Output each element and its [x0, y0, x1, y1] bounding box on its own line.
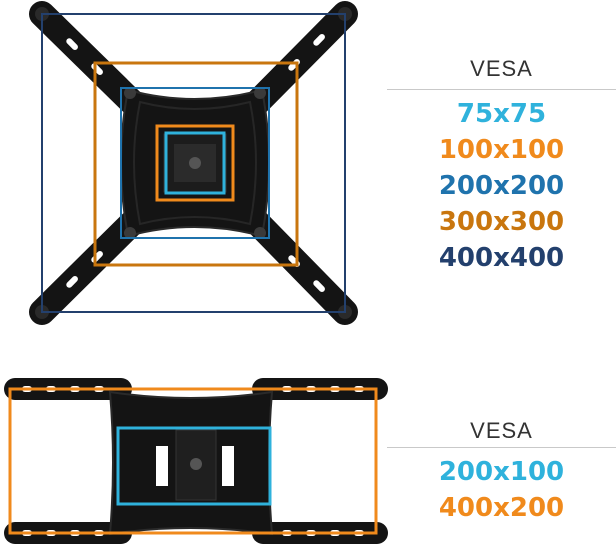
- vesa-outline-200x200: [120, 87, 270, 239]
- vesa-size-400x400: 400x400: [438, 243, 565, 273]
- vesa-size-200x200: 200x200: [438, 171, 565, 201]
- vesa-heading-bottom: VESA: [470, 418, 533, 443]
- vesa-outline-400x200: [8, 387, 378, 535]
- bottom-bracket: [4, 378, 388, 544]
- vesa-size-400x200: 400x200: [438, 493, 565, 523]
- vesa-size-75x75: 75x75: [456, 99, 547, 129]
- vesa-size-300x300: 300x300: [438, 207, 565, 237]
- vesa-heading-top: VESA: [470, 56, 533, 81]
- vesa-outline-200x100: [116, 426, 272, 506]
- divider-bottom: [387, 447, 616, 448]
- vesa-size-list-top: 75x75 100x100 200x200 300x300 400x400: [387, 96, 616, 276]
- divider-top: [387, 89, 616, 90]
- vesa-size-200x100: 200x100: [438, 457, 565, 487]
- vesa-outline-100x100: [155, 124, 235, 202]
- arm-top-left: [29, 1, 153, 123]
- arm-bottom-left: [29, 202, 153, 325]
- vesa-size-list-bottom: 200x100 400x200: [387, 454, 616, 526]
- top-bracket: [29, 1, 358, 325]
- vesa-outline-75x75: [164, 131, 226, 195]
- vesa-outline-400x400: [41, 13, 346, 313]
- vesa-outline-300x300: [93, 61, 299, 267]
- vesa-size-100x100: 100x100: [438, 135, 565, 165]
